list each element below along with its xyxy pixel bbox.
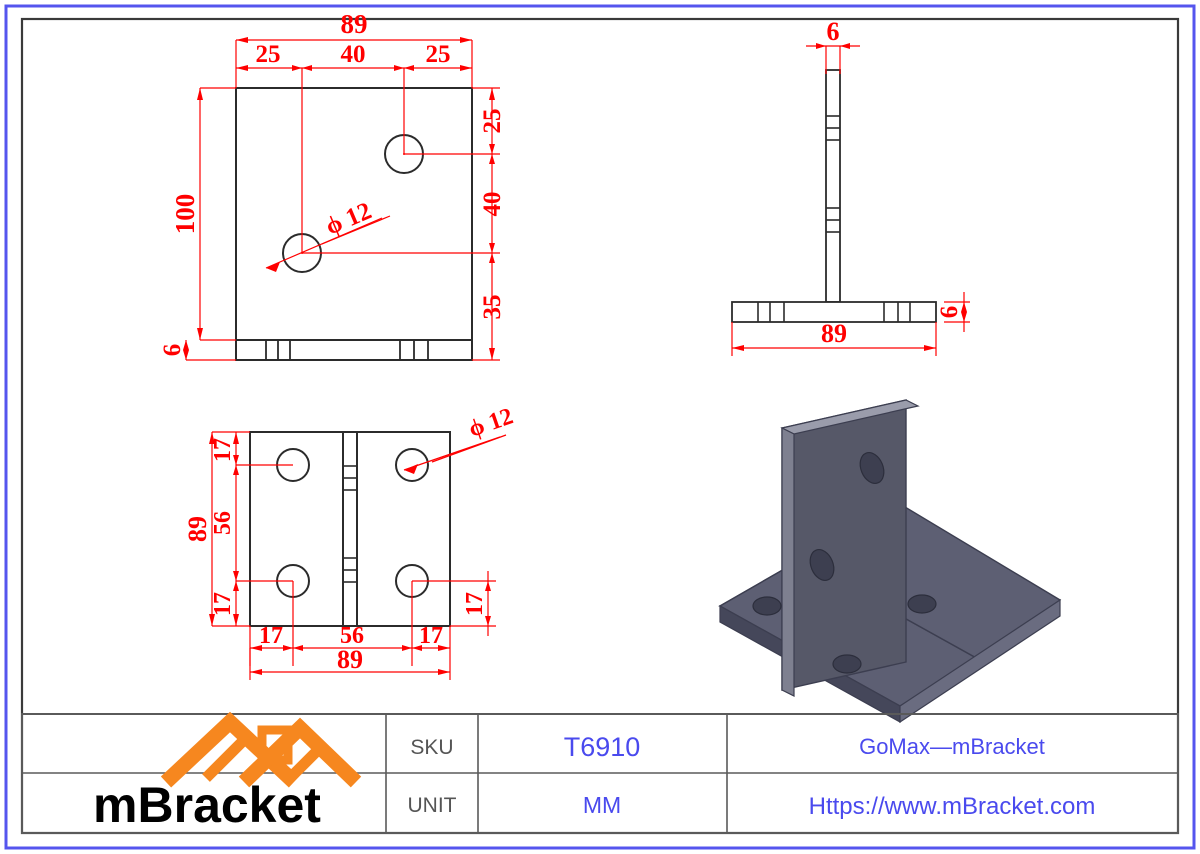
title-block: mBracket SKU T6910 GoMax—mBracket UNIT M… — [21, 711, 1179, 834]
iso-web-front-face — [781, 399, 907, 691]
side-dim-base-width: 89 — [821, 319, 847, 348]
side-web-outline — [825, 69, 841, 303]
iso-base-hole-front — [832, 654, 862, 674]
iso-web-hole-upper — [859, 452, 885, 484]
plan-web-hole-marks — [343, 465, 357, 583]
title-block-value-sku: T6910 — [564, 732, 641, 762]
front-dim-overall-height: 100 — [170, 194, 200, 235]
side-dim-web-thickness: 6 — [827, 17, 840, 46]
title-block-label-unit: UNIT — [408, 794, 457, 817]
front-dim-width-seg-1: 25 — [256, 41, 281, 68]
front-plate-outline — [235, 87, 473, 361]
plan-dim-vert-seg-3: 17 — [210, 592, 236, 616]
plan-dim-horiz-seg-1: 17 — [259, 623, 283, 649]
side-elevation-view: 6 89 6 — [731, 17, 970, 356]
bottom-plan-view: 89 17 56 17 17 56 17 89 17 ϕ 12 — [183, 403, 516, 680]
front-dim-height-seg-3: 35 — [479, 295, 506, 320]
plan-dim-horiz-seg-2: 56 — [340, 623, 364, 649]
plan-dim-horiz-seg-3: 17 — [419, 623, 443, 649]
side-base-hole-marks — [757, 302, 911, 322]
front-elevation-view: 89 25 40 25 100 6 25 40 35 ϕ 12 — [159, 9, 506, 361]
front-dimension-lines — [185, 39, 500, 361]
logo-wordmark: mBracket — [93, 777, 321, 833]
plan-dimension-arrows — [209, 432, 491, 675]
plan-dim-vert-seg-1: 17 — [210, 438, 236, 462]
isometric-3d-view — [718, 399, 1062, 724]
side-dimension-arrows — [732, 43, 967, 351]
side-base-outline — [731, 301, 937, 323]
plan-dim-overall-width: 89 — [337, 645, 363, 674]
iso-web-hole-lower — [809, 549, 835, 581]
plan-dim-right-offset: 17 — [462, 592, 488, 616]
front-dimension-arrows — [183, 37, 495, 360]
front-dim-height-seg-2: 40 — [479, 192, 506, 217]
front-dim-base-thickness: 6 — [159, 344, 186, 357]
side-web-hole-marks — [826, 115, 840, 233]
sheet-outer-border — [4, 4, 1196, 850]
front-dim-width-seg-3: 25 — [426, 41, 451, 68]
iso-base-hole-right — [907, 594, 937, 614]
iso-base-hole-left — [752, 596, 782, 616]
front-base-hole-marks — [265, 340, 429, 360]
side-dim-base-thickness: 6 — [936, 306, 963, 319]
front-dim-height-seg-1: 25 — [479, 109, 506, 134]
title-block-value-unit: MM — [583, 792, 621, 818]
plan-dim-vert-seg-2: 56 — [210, 511, 236, 535]
iso-base-right-edge — [899, 598, 1061, 724]
plan-dim-overall-depth: 89 — [183, 516, 212, 542]
front-dim-overall-width: 89 — [341, 9, 368, 39]
plan-dimension-lines — [211, 431, 507, 680]
title-block-website: Https://www.mBracket.com — [809, 793, 1096, 820]
title-block-label-sku: SKU — [410, 736, 453, 759]
front-dim-width-seg-2: 40 — [341, 41, 366, 68]
side-dimension-lines — [731, 45, 970, 356]
iso-web-left-edge — [781, 427, 795, 697]
logo-chimney-icon — [257, 725, 293, 765]
plan-hole-top-right — [395, 448, 429, 482]
brand-logo: mBracket — [93, 711, 362, 833]
title-block-brand-name: GoMax—mBracket — [859, 734, 1045, 759]
logo-slash-strokes — [202, 732, 326, 782]
